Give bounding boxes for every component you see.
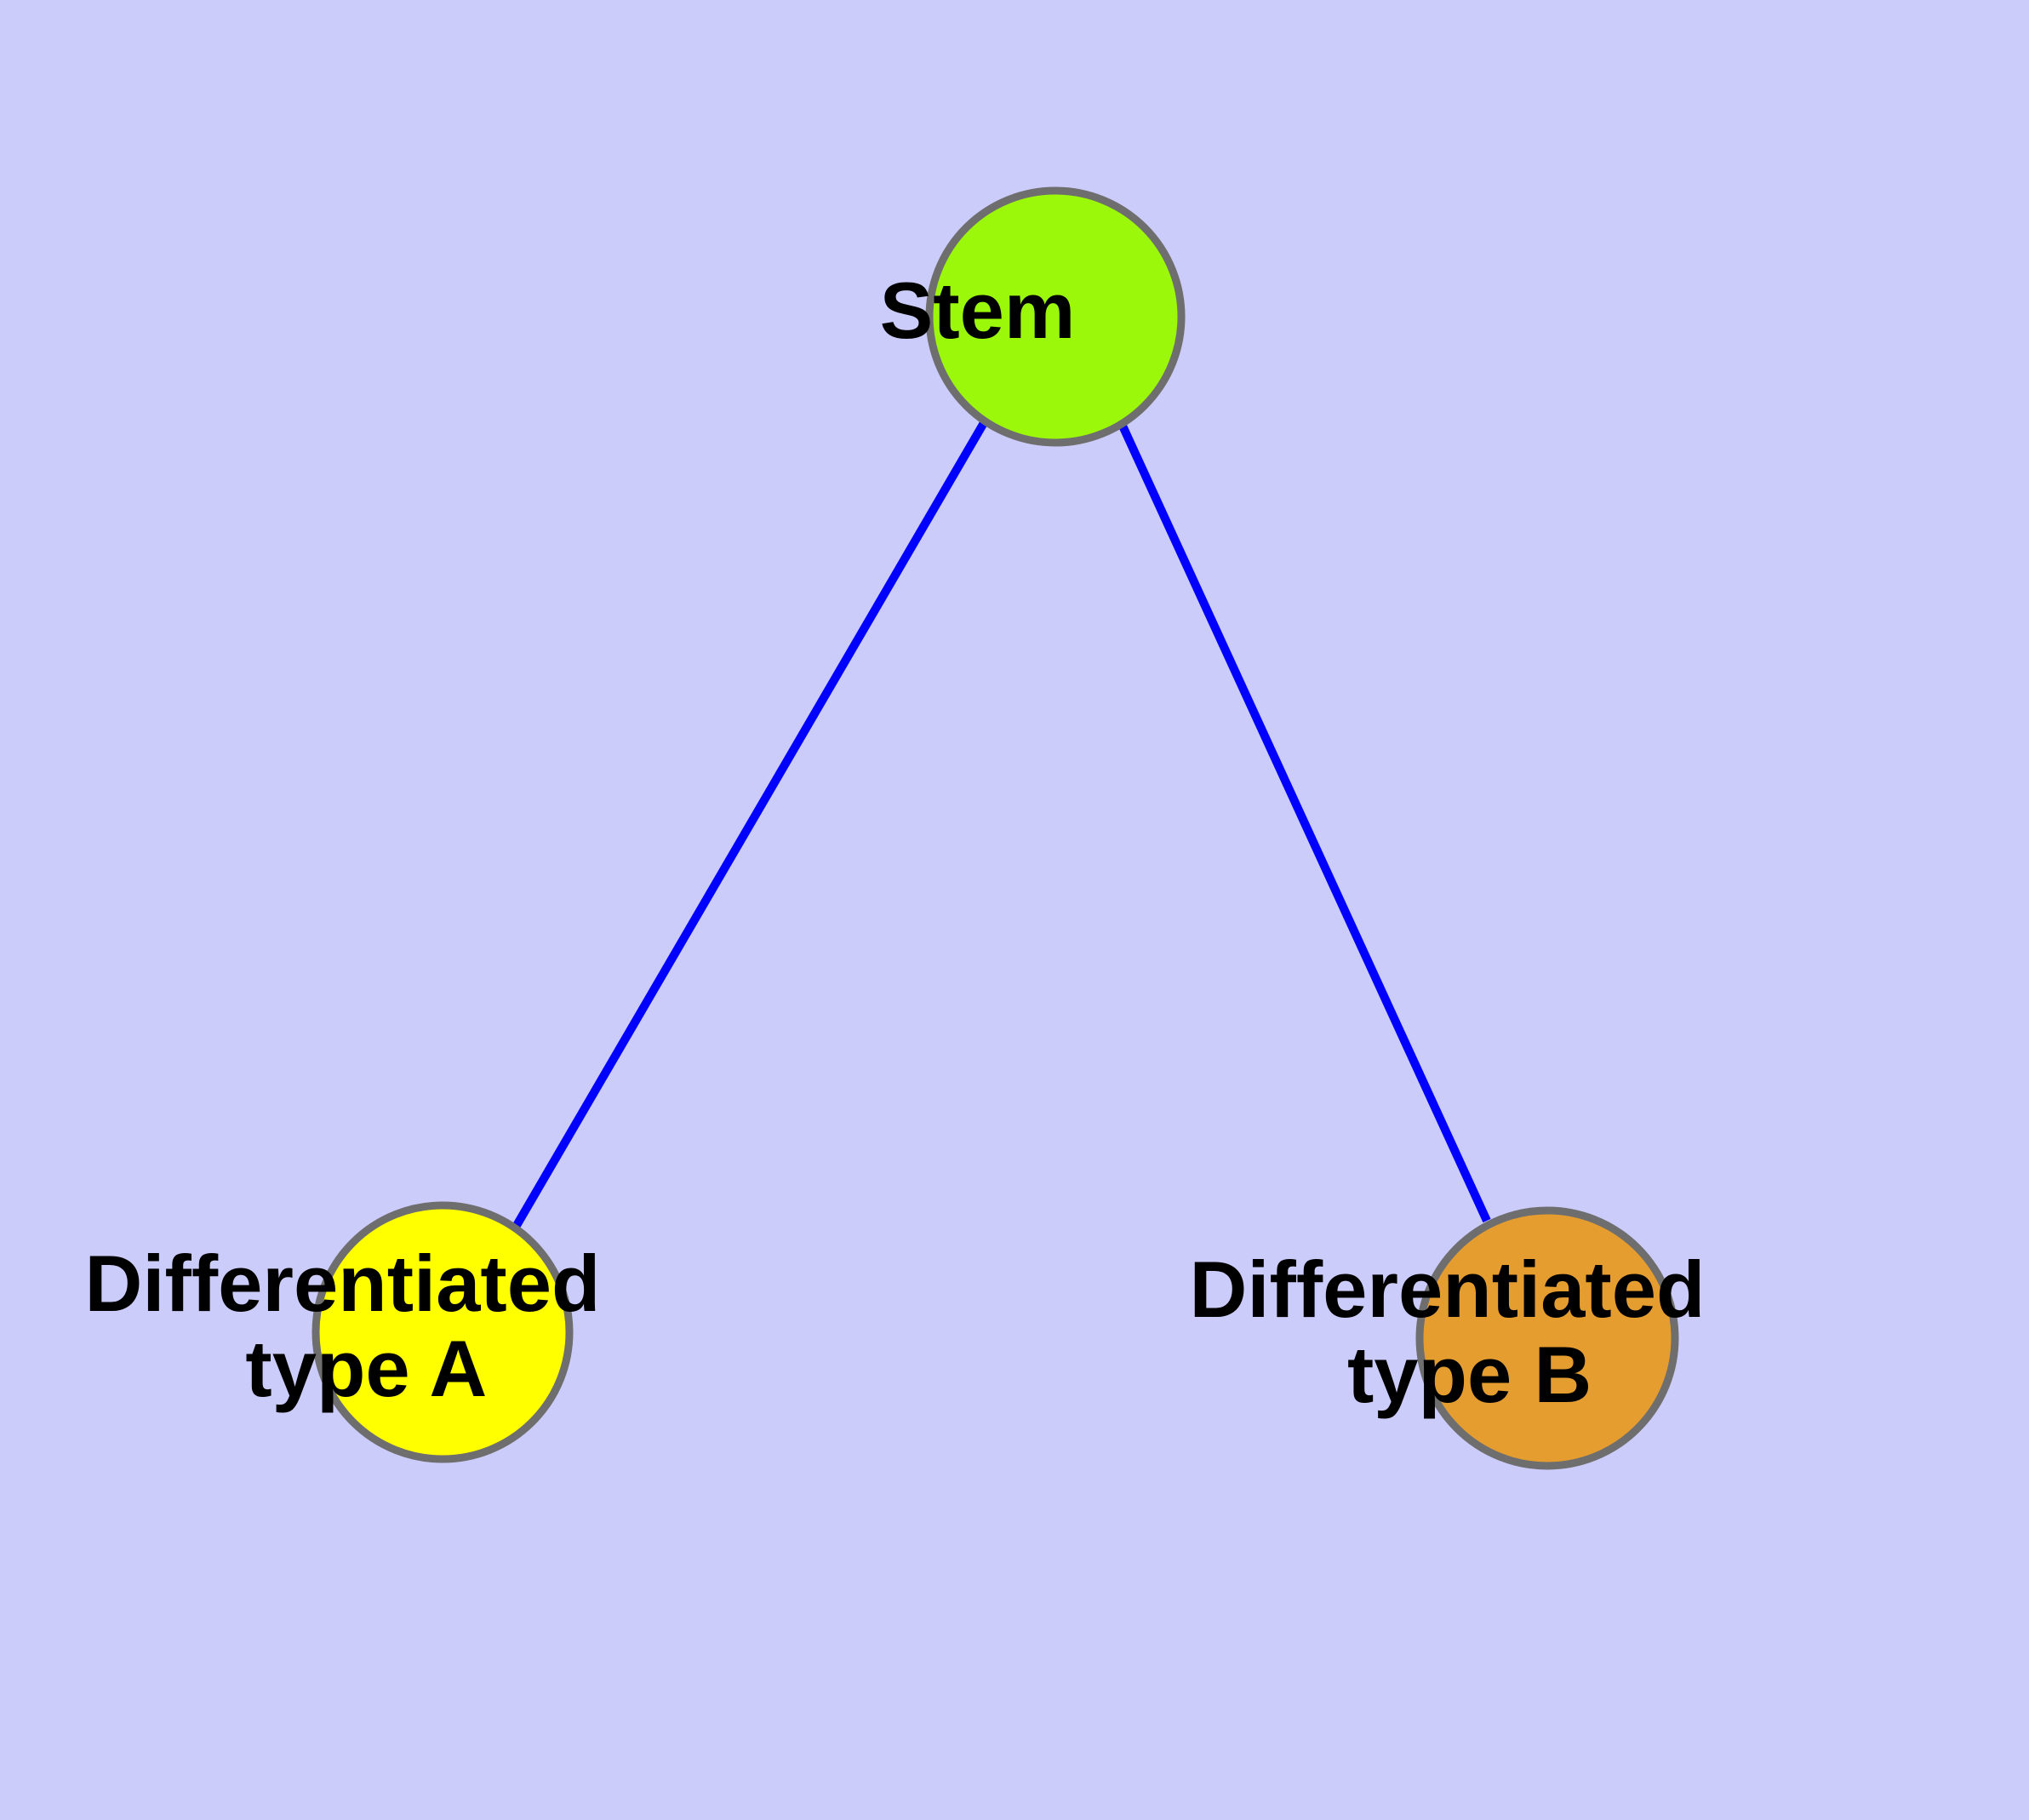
node-stem-label: Stem [0, 0, 1231, 355]
node-differentiated-type-b-label: Differentiated type B [1190, 1245, 1706, 1419]
node-stem-circle[interactable] [925, 186, 1186, 447]
nodes-layer [311, 186, 1679, 1470]
node-stem-label-line-1: Stem [880, 266, 1076, 355]
node-differentiated-type-a-label-line-1: Differentiated [85, 1239, 601, 1328]
node-differentiated-type-b-label-line-2: type B [1347, 1330, 1592, 1419]
node-differentiated-type-b[interactable] [1415, 1206, 1679, 1470]
labels-layer: Stem Differentiated type A Differentiate… [0, 0, 1706, 1419]
node-differentiated-type-a-label-line-2: type A [245, 1324, 485, 1413]
edge-stem-to-differentiated-type-b [1117, 421, 1491, 1223]
node-differentiated-type-b-label-line-1: Differentiated [1190, 1245, 1706, 1334]
node-differentiated-type-a[interactable] [311, 1201, 574, 1463]
node-stem[interactable] [925, 186, 1186, 447]
edges-layer [511, 419, 1491, 1231]
edge-stem-to-differentiated-type-a [511, 419, 989, 1231]
node-differentiated-type-a-circle[interactable] [311, 1201, 574, 1463]
node-differentiated-type-a-label: Differentiated type A [0, 0, 800, 1413]
node-differentiated-type-b-circle[interactable] [1415, 1206, 1679, 1470]
